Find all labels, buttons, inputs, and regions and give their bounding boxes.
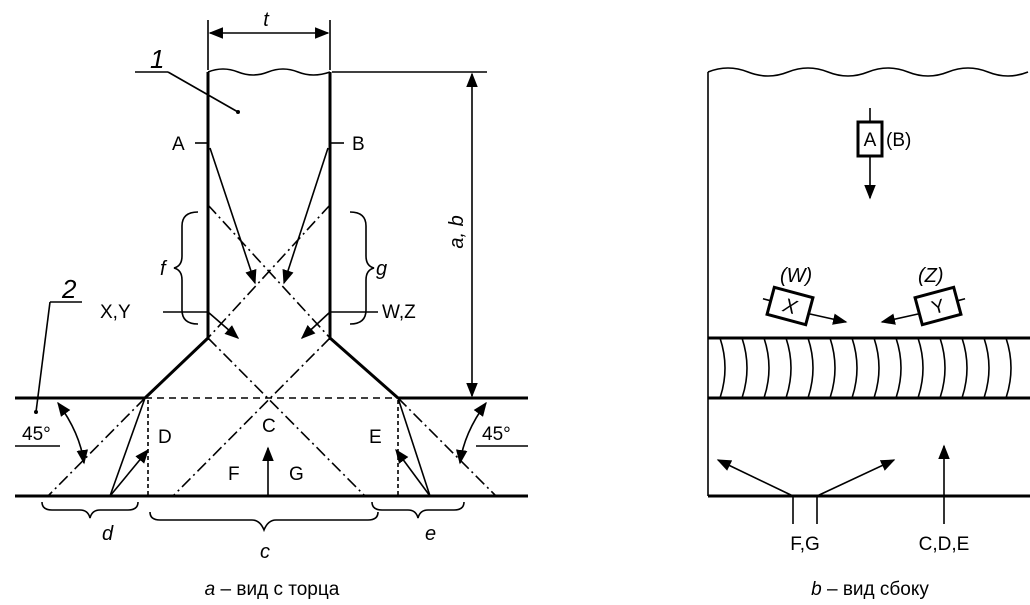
fillet-left: [143, 336, 210, 400]
probe-A-label: A: [864, 130, 877, 151]
beam-E-solid: [397, 397, 431, 497]
fillet-right: [329, 336, 399, 400]
label-g: g: [376, 258, 387, 280]
label-W-paren: (W): [780, 265, 812, 287]
part-2-leader: [35, 301, 51, 413]
label-G: G: [289, 464, 304, 485]
beam-flange-center-b: [172, 337, 331, 497]
angle-left-arc: [57, 401, 88, 465]
ab-label: a, b: [446, 215, 468, 248]
probe-X-label: X: [779, 294, 799, 319]
probe-Y-arrow: [880, 313, 919, 325]
label-FG: F,G: [790, 534, 820, 555]
side-wavy-top: [707, 67, 1029, 77]
probe-X-arrow: [809, 313, 848, 325]
caption-a-letter: a: [205, 579, 216, 600]
label-E: E: [369, 427, 382, 448]
E-arrow: [395, 448, 431, 497]
G-arrow: [816, 459, 896, 497]
caption-side-view: b – вид сбоку: [811, 579, 929, 600]
label-f: f: [160, 258, 168, 280]
t-label: t: [263, 9, 270, 31]
A-beam: [209, 147, 257, 285]
side-view: A (B) (W) X (Z) Y F,G C,D,E b – вид сбок…: [707, 67, 1030, 600]
d-brace: [41, 501, 139, 519]
probe-X: X: [762, 285, 815, 327]
part-1-dot: [236, 110, 240, 114]
beam-flange-right-outer: [397, 397, 497, 497]
label-Z-paren: (Z): [918, 265, 944, 287]
e-brace: [371, 501, 465, 519]
f-brace: [173, 211, 199, 325]
label-CDE: C,D,E: [919, 534, 970, 555]
label-B: B: [352, 134, 365, 155]
part-1-label: 1: [150, 44, 164, 74]
web-plate-wavy-top: [207, 68, 331, 76]
label-A: A: [172, 134, 185, 155]
probe-Y-label: Y: [930, 296, 948, 320]
label-WZ: W,Z: [382, 302, 416, 323]
part-2-label: 2: [61, 274, 77, 304]
B-beam: [282, 147, 329, 285]
probe-Y: Y: [913, 285, 966, 327]
caption-a-text: – вид с торца: [215, 579, 339, 600]
beam-flange-left-outer: [47, 397, 146, 497]
label-C: C: [262, 416, 276, 437]
F-arrow: [716, 459, 794, 497]
part-2-dot: [34, 410, 38, 414]
WZ-arrow: [300, 311, 331, 339]
label-e: e: [425, 523, 436, 545]
part-1-leader: [167, 71, 239, 113]
c-brace: [149, 511, 379, 533]
caption-b-text: – вид сбоку: [822, 579, 930, 600]
g-brace: [349, 211, 375, 325]
angle-left-label: 45°: [22, 424, 51, 445]
angle-right-label: 45°: [482, 424, 511, 445]
angle-right-arc: [456, 401, 487, 465]
beam-flange-center-a: [207, 337, 366, 497]
D-arrow: [109, 448, 149, 497]
beam-D-solid: [109, 397, 146, 497]
label-c: c: [260, 541, 270, 563]
weld-bead-ripples: [719, 337, 1012, 399]
end-view: t 1 A B f g X,Y W,Z a, b: [15, 9, 528, 600]
label-F: F: [228, 464, 240, 485]
beam-web-right: [207, 204, 331, 339]
caption-b-letter: b: [811, 579, 822, 600]
label-D: D: [158, 427, 172, 448]
label-B-paren: (B): [886, 130, 911, 151]
label-XY: X,Y: [100, 302, 131, 323]
caption-end-view: a – вид с торца: [205, 579, 340, 600]
XY-arrow: [207, 311, 240, 339]
label-d: d: [102, 523, 114, 545]
